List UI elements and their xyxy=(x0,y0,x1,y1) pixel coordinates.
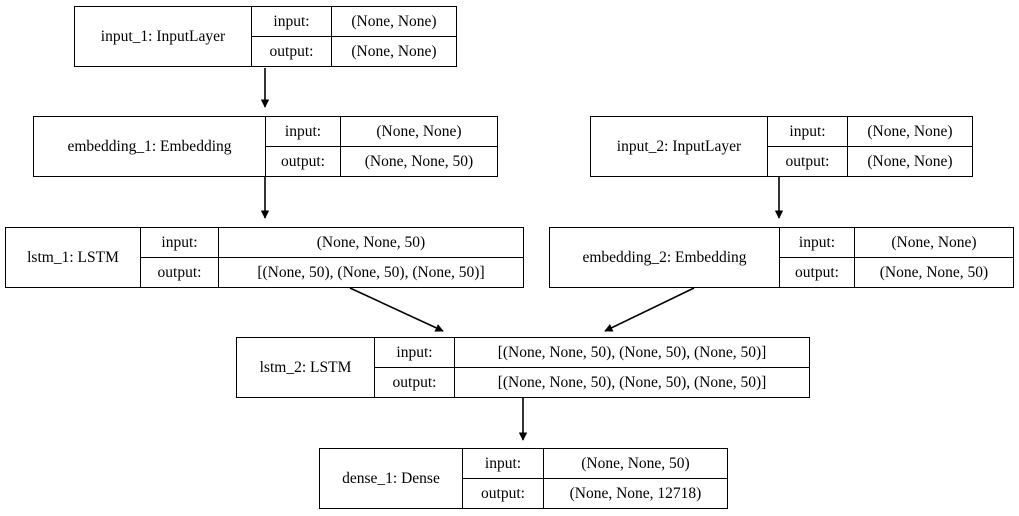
input-label: input: xyxy=(141,228,219,257)
node-dense-1-input-row: input: (None, None, 50) xyxy=(463,449,727,479)
node-lstm-2[interactable]: lstm_2: LSTM input: [(None, None, 50), (… xyxy=(236,337,810,398)
output-label: output: xyxy=(266,146,341,176)
node-input-2-input-shape: (None, None) xyxy=(867,122,953,140)
output-label: output: xyxy=(141,257,219,287)
input-label: input: xyxy=(780,228,855,257)
node-lstm-2-output-shape: [(None, None, 50), (None, 50), (None, 50… xyxy=(497,373,767,391)
input-label: input: xyxy=(463,449,544,478)
output-label: output: xyxy=(375,367,455,397)
node-embedding-1-title: embedding_1: Embedding xyxy=(34,117,266,176)
node-embedding-1-input-shape: (None, None) xyxy=(376,122,462,140)
edge-embedding2-to-lstm2 xyxy=(604,287,695,332)
node-input-1-input-shape: (None, None) xyxy=(351,12,437,30)
node-input-1-input-row: input: (None, None) xyxy=(252,7,456,37)
node-embedding-1[interactable]: embedding_1: Embedding input: (None, Non… xyxy=(33,116,498,177)
input-label: input: xyxy=(375,338,455,367)
node-embedding-2[interactable]: embedding_2: Embedding input: (None, Non… xyxy=(549,227,1014,288)
node-input-2[interactable]: input_2: InputLayer input: (None, None) … xyxy=(590,116,973,177)
node-dense-1-io: input: (None, None, 50) output: (None, N… xyxy=(463,449,727,508)
input-label: input: xyxy=(768,117,848,146)
node-lstm-2-input-shape: [(None, None, 50), (None, 50), (None, 50… xyxy=(497,343,767,361)
input-label: input: xyxy=(252,7,332,36)
output-label: output: xyxy=(768,146,848,176)
node-lstm-1-io: input: (None, None, 50) output: [(None, … xyxy=(141,228,523,287)
node-lstm-2-input-row: input: [(None, None, 50), (None, 50), (N… xyxy=(375,338,809,368)
output-label: output: xyxy=(463,478,544,508)
node-embedding-2-io: input: (None, None) output: (None, None,… xyxy=(780,228,1013,287)
node-input-1[interactable]: input_1: InputLayer input: (None, None) … xyxy=(74,6,457,67)
node-embedding-2-title: embedding_2: Embedding xyxy=(550,228,780,287)
node-dense-1-title: dense_1: Dense xyxy=(320,449,463,508)
node-lstm-2-io: input: [(None, None, 50), (None, 50), (N… xyxy=(375,338,809,397)
node-lstm-1-output-row: output: [(None, 50), (None, 50), (None, … xyxy=(141,257,523,287)
node-lstm-2-title: lstm_2: LSTM xyxy=(237,338,375,397)
node-lstm-1-title: lstm_1: LSTM xyxy=(6,228,141,287)
node-embedding-1-input-row: input: (None, None) xyxy=(266,117,497,147)
output-label: output: xyxy=(252,36,332,66)
node-dense-1-output-row: output: (None, None, 12718) xyxy=(463,478,727,508)
node-embedding-2-input-shape: (None, None) xyxy=(891,233,977,251)
node-dense-1-input-shape: (None, None, 50) xyxy=(581,454,690,472)
node-input-1-io: input: (None, None) output: (None, None) xyxy=(252,7,456,66)
node-input-2-io: input: (None, None) output: (None, None) xyxy=(768,117,972,176)
input-label: input: xyxy=(266,117,341,146)
node-input-1-output-row: output: (None, None) xyxy=(252,36,456,66)
node-lstm-1-input-row: input: (None, None, 50) xyxy=(141,228,523,258)
edge-lstm1-to-lstm2 xyxy=(349,287,444,332)
node-input-2-title: input_2: InputLayer xyxy=(591,117,768,176)
node-lstm-1-output-shape: [(None, 50), (None, 50), (None, 50)] xyxy=(257,263,485,281)
node-input-2-input-row: input: (None, None) xyxy=(768,117,972,147)
node-dense-1[interactable]: dense_1: Dense input: (None, None, 50) o… xyxy=(319,448,728,509)
node-lstm-1[interactable]: lstm_1: LSTM input: (None, None, 50) out… xyxy=(5,227,524,288)
node-dense-1-output-shape: (None, None, 12718) xyxy=(569,484,702,502)
node-embedding-1-output-shape: (None, None, 50) xyxy=(364,152,474,170)
node-input-1-output-shape: (None, None) xyxy=(351,42,437,60)
node-embedding-1-io: input: (None, None) output: (None, None,… xyxy=(266,117,497,176)
node-lstm-1-input-shape: (None, None, 50) xyxy=(316,233,426,251)
node-embedding-1-output-row: output: (None, None, 50) xyxy=(266,146,497,176)
node-embedding-2-output-row: output: (None, None, 50) xyxy=(780,257,1013,287)
node-lstm-2-output-row: output: [(None, None, 50), (None, 50), (… xyxy=(375,367,809,397)
output-label: output: xyxy=(780,257,855,287)
node-input-1-title: input_1: InputLayer xyxy=(75,7,252,66)
node-embedding-2-output-shape: (None, None, 50) xyxy=(879,263,989,281)
node-embedding-2-input-row: input: (None, None) xyxy=(780,228,1013,258)
node-input-2-output-row: output: (None, None) xyxy=(768,146,972,176)
node-input-2-output-shape: (None, None) xyxy=(867,152,953,170)
